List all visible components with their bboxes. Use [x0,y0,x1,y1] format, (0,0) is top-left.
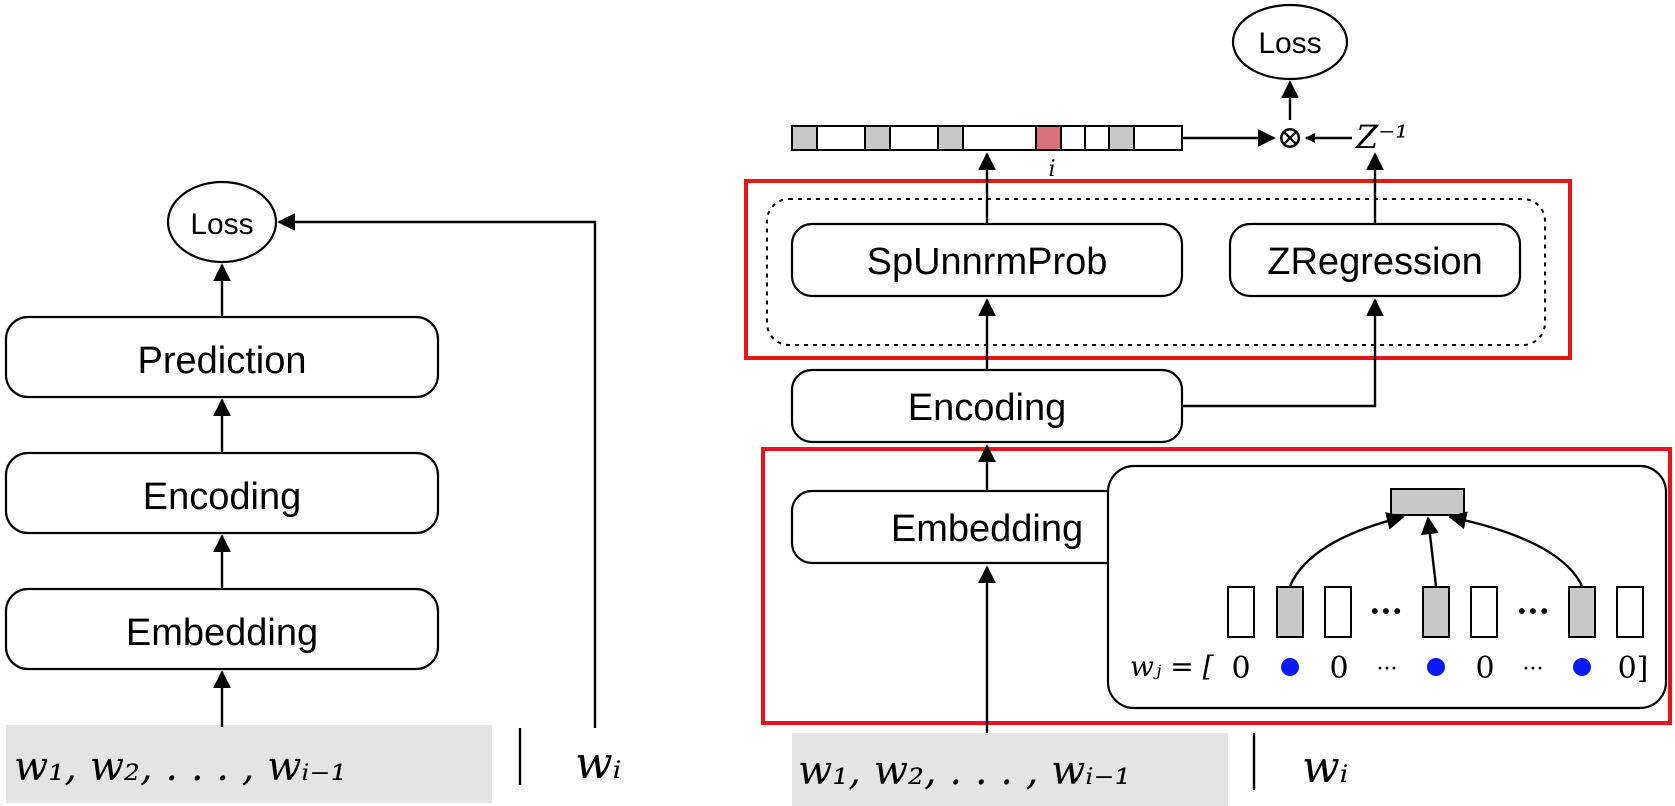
selected-index-label: i [1048,157,1055,182]
vector-entry-zero: 0 [1329,651,1348,686]
output-cell-gray [937,125,964,151]
left-loss-label: Loss [190,208,253,241]
right-embedding-label: Embedding [891,508,1083,550]
inset-cells: ··· ··· [1227,586,1644,638]
inset-cell-active [1568,586,1596,638]
inset-arrow-left [1288,512,1405,587]
vector-entry-dot [1281,658,1299,676]
right-diagram: w₁, w₂, . . . , wᵢ₋₁ wᵢ Embedding ··· ··… [744,3,1672,806]
output-cell-gray [791,125,818,151]
left-prediction-label: Prediction [138,340,307,382]
vector-entry-zero-bracket: 0] [1618,651,1649,686]
input-layer-highlight [761,447,1672,725]
inset-cells-ellipsis: ··· [1516,592,1549,630]
inset-cell [1324,586,1352,638]
output-cell-gray [864,125,891,151]
right-context-background [792,733,1228,806]
right-encoding-label: Encoding [908,387,1066,429]
otimes-operator: ⊗ [1277,118,1304,156]
sparse-embedding-inset [1106,464,1668,710]
z-inverse-label: Z⁻¹ [1355,118,1408,156]
vector-entry-dot [1427,658,1445,676]
right-target-label: wᵢ [1302,742,1349,793]
right-context-label: w₁, w₂, . . . , wᵢ₋₁ [798,748,1131,794]
wj-vector-entries: 0 0 ··· 0 ··· 0] [1231,651,1648,686]
inset-arrow-right [1448,511,1584,587]
left-target-label: wᵢ [575,738,622,789]
inset-arrow-middle [1420,516,1439,587]
vector-entry-dot [1573,658,1591,676]
left-arrow-target-to-loss [277,213,597,728]
inset-cell-active [1422,586,1450,638]
left-embedding-label: Embedding [126,612,318,654]
vector-entry-ellipsis: ··· [1523,657,1544,682]
inset-embedding-vector [1390,488,1465,516]
left-context-label: w₁, w₂, . . . , wᵢ₋₁ [14,744,347,790]
sp-unnrm-prob-label: SpUnnrmProb [867,241,1108,283]
inset-cells-ellipsis: ··· [1369,592,1402,630]
inset-cell [1616,586,1644,638]
right-loss-node [1231,3,1349,81]
vector-entry-zero: 0 [1475,651,1494,686]
inset-cell [1470,586,1498,638]
output-cell-gray [1108,125,1135,151]
output-layer-highlight [744,179,1572,360]
wj-vector-label: wⱼ = [ [1130,650,1215,683]
output-cell-selected [1035,125,1062,151]
inset-cell-active [1276,586,1304,638]
left-loss-node [166,180,278,264]
right-loss-label: Loss [1258,27,1321,60]
left-context-background [6,725,492,803]
output-layer-dashed-group [766,198,1546,346]
inset-cell [1227,586,1255,638]
right-arrow-encoding-to-zregression [1182,298,1384,408]
output-score-vector [791,125,1183,151]
vector-entry-ellipsis: ··· [1377,657,1398,682]
vector-entry-zero: 0 [1231,651,1250,686]
z-regression-label: ZRegression [1267,241,1482,283]
left-diagram: w₁, w₂, . . . , wᵢ₋₁ wᵢ Embedding Encodi… [4,180,622,803]
left-encoding-label: Encoding [143,476,301,518]
